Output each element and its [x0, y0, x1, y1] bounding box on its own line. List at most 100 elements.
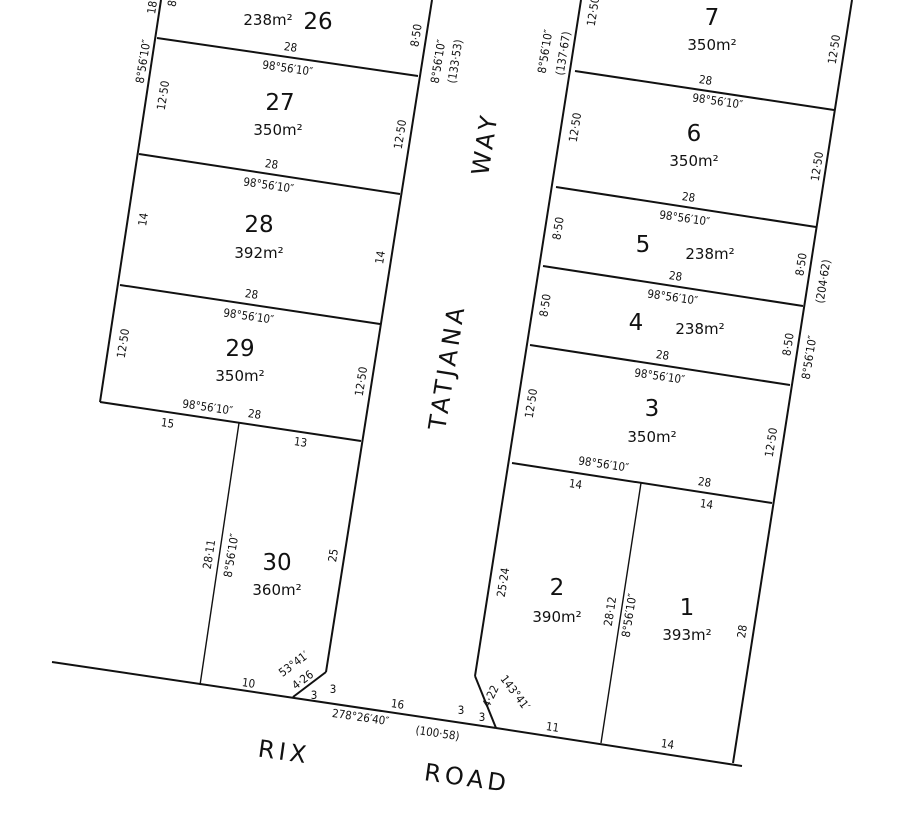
boundary-2-1	[600, 482, 642, 744]
dim-label: 8·50	[779, 332, 796, 357]
dim-label: 28	[734, 624, 750, 639]
bearing-label: 98°56′10″	[691, 90, 743, 111]
dim-label: 28	[697, 474, 712, 490]
dim-label: 14	[699, 496, 714, 512]
west-block-street-frontage	[325, 0, 433, 673]
dim-label: 12·50	[566, 112, 584, 143]
dim-label: 15	[160, 415, 175, 431]
lot-4-area: 238m²	[675, 320, 724, 338]
dim-label: 25	[325, 548, 341, 563]
lot-26-number: 26	[303, 9, 332, 35]
dim-label: 12·50	[584, 0, 602, 27]
dim-label: 3	[311, 688, 318, 702]
dim-label: 12·50	[808, 151, 826, 182]
dim-label: 12·50	[762, 427, 780, 458]
lot-5-number: 5	[636, 232, 651, 258]
lot-30-area: 360m²	[252, 581, 301, 599]
bearing-label: 278°26′40″	[331, 706, 390, 728]
boundary-3-2	[511, 462, 773, 504]
street-name-way: WAY	[466, 110, 504, 177]
boundary-5-4	[542, 265, 804, 307]
dim-label: 8·50	[549, 216, 566, 241]
dim-label: (204·62)	[813, 258, 834, 304]
dim-label: 11	[545, 719, 560, 735]
dim-label: 28·12	[601, 596, 619, 627]
dim-label: 28	[655, 347, 670, 363]
lot-5-area: 238m²	[685, 245, 734, 263]
boundary-lines	[51, 0, 853, 767]
dim-label: 3	[330, 682, 337, 696]
dim-label: 28	[247, 406, 262, 422]
boundary-4-3	[529, 344, 791, 386]
dim-label: (133·53)	[445, 38, 466, 84]
bearing-label: 8°56′10″	[535, 28, 556, 74]
rix-road-frontage-east	[495, 727, 743, 767]
boundary-28-29	[119, 284, 381, 325]
dim-label: 10	[241, 675, 256, 691]
lot-29-number: 29	[225, 336, 254, 362]
lot-labels: 26 238m² 27 350m² 28 392m² 29 350m² 30 3…	[215, 5, 736, 644]
bearing-label: 8°56′10″	[619, 592, 640, 638]
street-name-tatjana: TATJANA	[423, 302, 471, 433]
dim-label: 25·24	[494, 567, 512, 598]
dim-label: 14	[372, 250, 388, 265]
dim-label: 3	[479, 710, 486, 724]
bearing-label: 143°41′	[497, 672, 533, 713]
lot-3-number: 3	[645, 396, 660, 422]
dim-label: 12·50	[825, 34, 843, 65]
lot-1-number: 1	[680, 595, 695, 621]
boundary-27-28	[138, 153, 401, 195]
dim-label: 8·50	[536, 293, 553, 318]
dim-label: 8	[165, 0, 180, 8]
bearing-label: 8°56′10″	[428, 38, 449, 84]
lot-29-area: 350m²	[215, 367, 264, 385]
dim-label: 12·50	[522, 388, 540, 419]
dim-label: 12·50	[352, 366, 370, 397]
bearing-label: 8°56′10″	[221, 532, 242, 578]
dim-label: 8·50	[792, 252, 809, 277]
dim-label: 16	[390, 696, 405, 712]
lot-3-area: 350m²	[627, 428, 676, 446]
truncation-east	[474, 675, 497, 729]
boundary-30-west	[199, 422, 240, 686]
bearing-label: 8°56′10″	[799, 334, 820, 380]
boundary-26-27	[156, 37, 419, 77]
dim-label: 13	[293, 434, 308, 450]
dim-label: 12·50	[114, 328, 132, 359]
rix-road-frontage-west	[51, 661, 497, 729]
lot-7-number: 7	[705, 5, 720, 31]
lot-28-number: 28	[244, 212, 273, 238]
lot-26-area: 238m²	[243, 11, 292, 29]
bearing-label: 98°56′10″	[577, 453, 629, 474]
boundary-29-30	[99, 401, 362, 442]
lot-1-area: 393m²	[662, 626, 711, 644]
dim-label: 8·50	[407, 23, 424, 48]
dim-label: 3	[458, 703, 465, 717]
dim-label: 28·11	[200, 539, 218, 570]
road-name-road: ROAD	[423, 758, 512, 798]
dim-label: 12·50	[154, 80, 172, 111]
truncation-west	[292, 671, 327, 698]
dim-label: (100·58)	[415, 723, 461, 743]
boundary-6-5	[555, 186, 817, 228]
dim-label: 28	[244, 286, 259, 302]
lot-4-number: 4	[629, 310, 644, 336]
dim-label: 28	[698, 72, 713, 88]
bearing-label: 98°56′10″	[222, 305, 274, 326]
dim-label: 4·22	[479, 683, 502, 710]
dim-label: 14	[135, 212, 151, 227]
lot-6-area: 350m²	[669, 152, 718, 170]
dim-label: 14	[660, 736, 675, 752]
east-block-rear-boundary	[732, 0, 853, 764]
dim-label: 28	[668, 268, 683, 284]
bearing-label: 8°56′10″	[133, 38, 154, 84]
lot-7-area: 350m²	[687, 36, 736, 54]
east-block-street-frontage	[474, 0, 582, 677]
lot-2-number: 2	[550, 575, 565, 601]
lot-27-area: 350m²	[253, 121, 302, 139]
lot-27-number: 27	[265, 90, 294, 116]
lot-6-number: 6	[687, 121, 702, 147]
dim-label: 12·50	[391, 119, 409, 150]
road-name-rix: RIX	[256, 735, 312, 770]
